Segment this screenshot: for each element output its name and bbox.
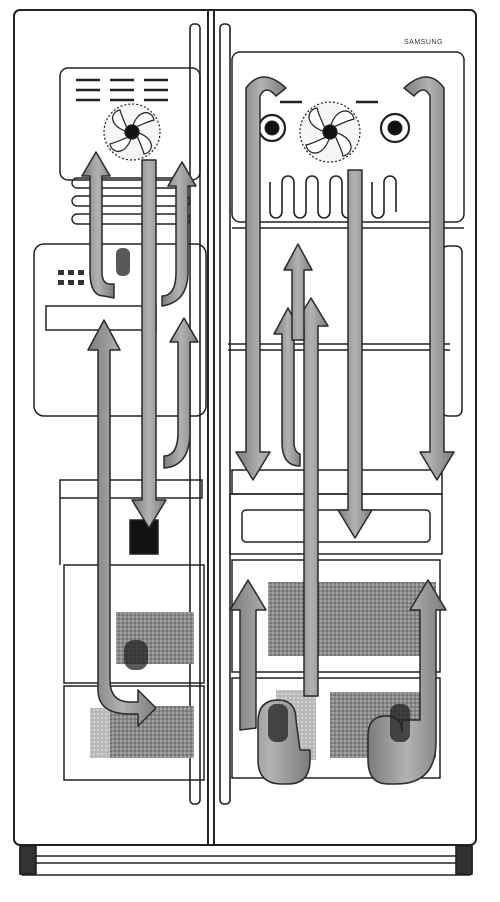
shadow-accents — [116, 248, 410, 742]
arrow-freezer-loop-left — [81, 151, 115, 299]
arrow-fridge-center-down — [337, 169, 373, 539]
freezer-compartment — [33, 67, 207, 781]
brand-logo: SAMSUNG — [404, 39, 443, 46]
fan-icon — [299, 101, 361, 163]
evaporator-coil-icon — [269, 175, 397, 219]
arrow-freezer-loop-right — [161, 161, 197, 307]
arrow-fridge-left-down — [235, 76, 287, 481]
door-handles — [189, 23, 231, 805]
base-grille — [19, 844, 473, 876]
vent-icon — [76, 78, 168, 102]
arrow-freezer-up-bottom — [87, 319, 157, 727]
arrow-fridge-upper-up — [283, 243, 313, 341]
arrow-fridge-bottom-left-u — [229, 579, 311, 785]
arrow-freezer-loop-lower — [163, 317, 199, 469]
arrow-fridge-right-down — [403, 76, 455, 481]
vent-icon — [257, 112, 411, 144]
fridge-compartment — [228, 51, 465, 779]
fan-icon — [103, 103, 161, 161]
dispenser-controls — [58, 270, 84, 285]
airflow-arrows — [81, 76, 455, 785]
arrow-freezer-down — [131, 159, 167, 529]
